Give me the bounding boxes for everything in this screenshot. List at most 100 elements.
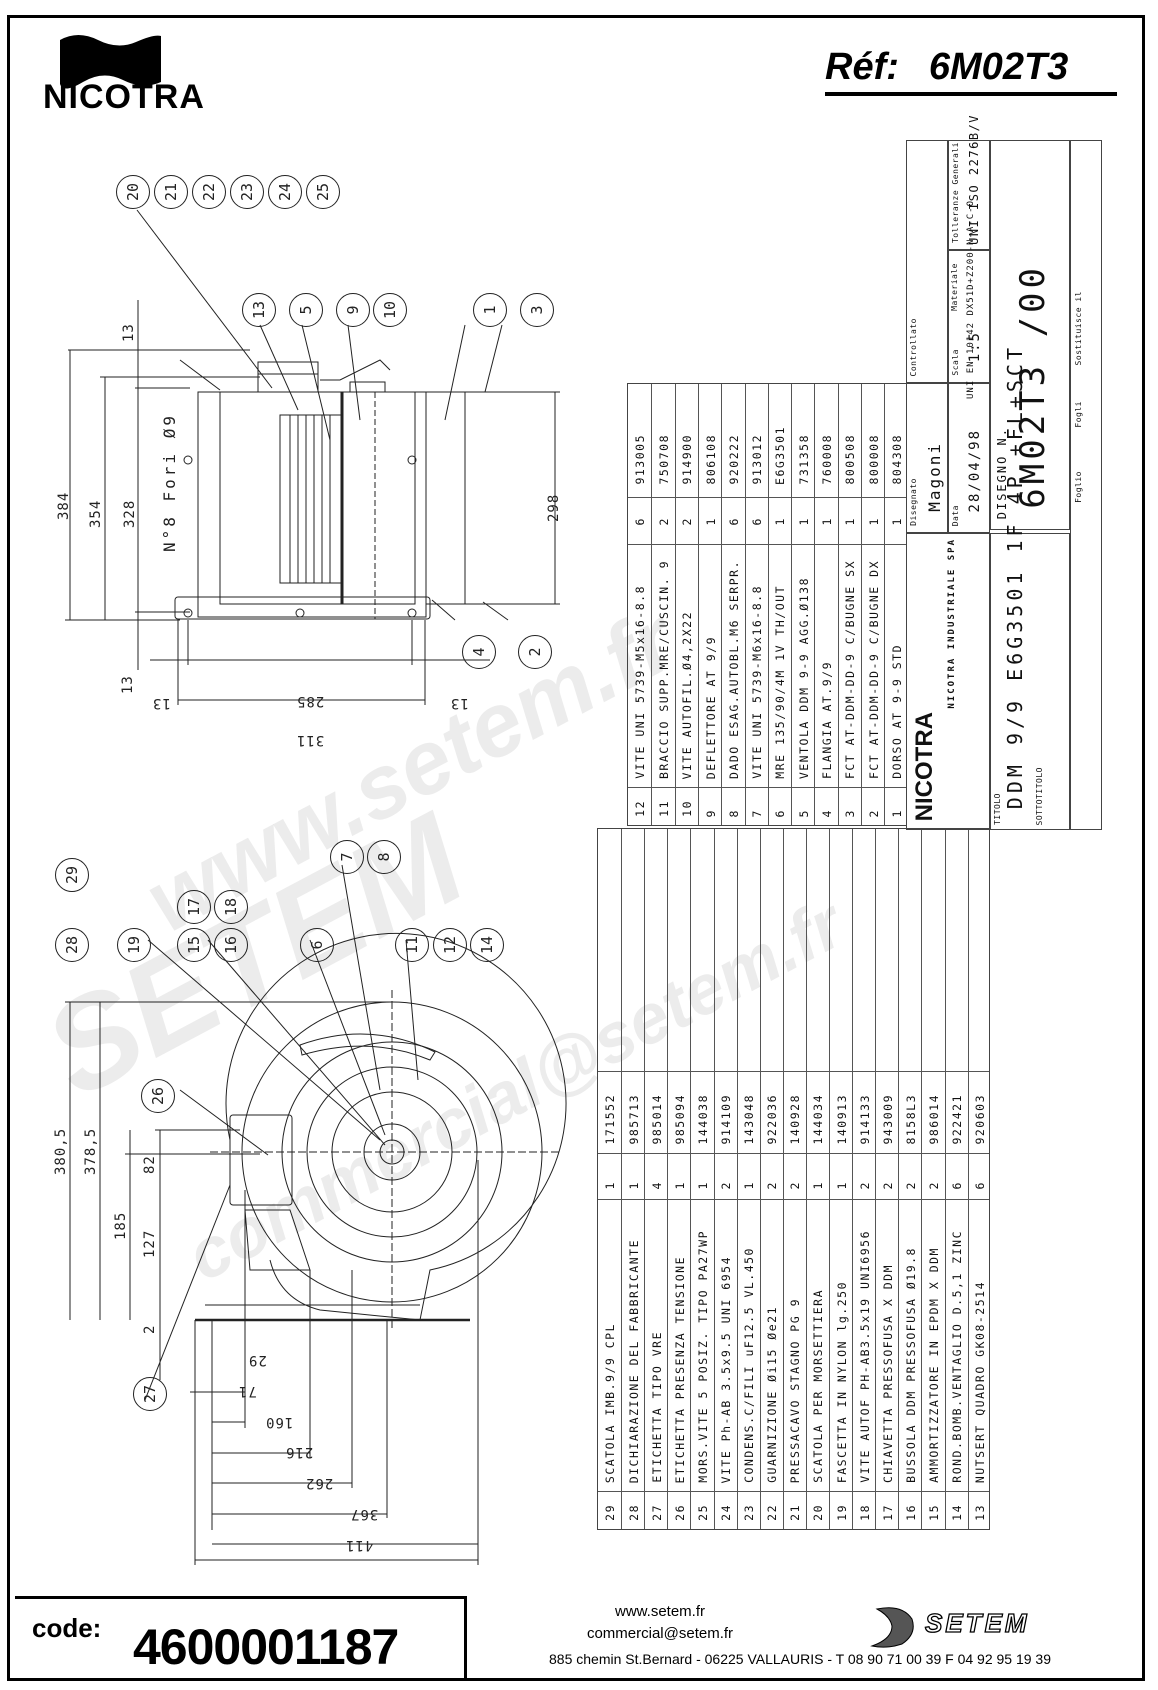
cell-pos: 23 — [742, 1504, 757, 1521]
balloon-23: 23 — [230, 175, 264, 209]
cell-desc: DORSO AT 9-9 STD — [889, 644, 904, 779]
cell-desc: VENTOLA DDM 9-9 AGG.Ø138 — [796, 576, 811, 779]
cell-code: 985094 — [672, 1094, 687, 1145]
dim-311: 311 — [296, 732, 325, 748]
website-link[interactable]: www.setem.fr — [614, 1603, 705, 1620]
cell-code: 913005 — [632, 434, 647, 485]
balloon-25: 25 — [306, 175, 340, 209]
cell-desc: VITE Ph-AB 3.5x9.5 UNI 6954 — [719, 1255, 734, 1483]
balloon-17: 17 — [177, 890, 211, 924]
cell-code: 985713 — [626, 1094, 641, 1145]
balloon-10: 10 — [373, 293, 407, 327]
cell-desc: CHIAVETTA PRESSOFUSA X DDM — [880, 1263, 895, 1483]
cell-pos: 18 — [857, 1504, 872, 1521]
cell-desc: ETICHETTA PRESENZA TENSIONE — [672, 1255, 687, 1483]
setem-brand: SETEM — [924, 1607, 1030, 1638]
table-divider — [598, 1153, 989, 1154]
balloon-8: 8 — [367, 840, 401, 874]
reference: Réf:6M02T3 — [825, 46, 1068, 89]
cell-desc: CONDENS.C/FILI uF12.5 VL.450 — [742, 1247, 757, 1483]
cell-desc: SCATOLA IMB.9/9 CPL — [602, 1322, 617, 1483]
dim-2: 2 — [142, 1324, 158, 1334]
cell-qty: 1 — [703, 516, 718, 525]
tolleranze-cell: Tolleranze Generali UNI ISO 2276B/V — [948, 114, 990, 250]
setem-helmet-icon — [870, 1607, 914, 1648]
nicotra-logo-text: NICOTRA — [43, 78, 205, 116]
cell-qty: 1 — [834, 1180, 849, 1189]
balloon-22: 22 — [192, 175, 226, 209]
dim-71: 71 — [238, 1383, 257, 1399]
cell-qty: 6 — [750, 516, 765, 525]
cell-qty: 2 — [903, 1180, 918, 1189]
dim-160: 160 — [265, 1414, 294, 1430]
table-divider — [598, 1199, 989, 1200]
cell-pos: 21 — [788, 1504, 803, 1521]
code-label: code: — [32, 1613, 102, 1643]
dim-holes: N°8 Fori Ø9 — [160, 413, 179, 552]
cell-pos: 6 — [773, 808, 788, 817]
cell-code: 143048 — [742, 1094, 757, 1145]
dim-82: 82 — [142, 1155, 158, 1174]
cell-desc: BUSSOLA DDM PRESSOFUSA Ø19.8 — [903, 1247, 918, 1483]
ref-value: 6M02T3 — [928, 46, 1069, 88]
dim-127: 127 — [142, 1229, 158, 1258]
cell-desc: FLANGIA AT.9/9 — [820, 661, 835, 779]
balloon-18: 18 — [214, 890, 248, 924]
dim-354: 354 — [88, 499, 104, 528]
dim-216: 216 — [285, 1444, 314, 1460]
cell-code: 985014 — [649, 1094, 664, 1145]
cell-pos: 1 — [889, 808, 904, 817]
cell-code: 800008 — [866, 434, 881, 485]
cell-qty: 1 — [796, 516, 811, 525]
cell-pos: 3 — [843, 808, 858, 817]
balloon-27: 27 — [133, 1377, 167, 1411]
cell-qty: 1 — [866, 516, 881, 525]
cell-code: 171552 — [602, 1094, 617, 1145]
cell-qty: 1 — [773, 516, 788, 525]
cell-qty: 1 — [889, 516, 904, 525]
cell-code: 140928 — [788, 1094, 803, 1145]
foglio-cell: Foglio Fogli Sostituisce il — [1070, 140, 1102, 830]
cell-qty: 2 — [857, 1180, 872, 1189]
cell-code: 914133 — [857, 1094, 872, 1145]
balloon-9: 9 — [336, 293, 370, 327]
cell-pos: 10 — [680, 800, 695, 817]
cell-qty: 4 — [649, 1180, 664, 1189]
table-divider — [598, 1071, 989, 1072]
cell-desc: ETICHETTA TIPO VRE — [649, 1331, 664, 1483]
balloon-28: 28 — [55, 928, 89, 962]
cell-qty: 1 — [672, 1180, 687, 1189]
cell-qty: 1 — [820, 516, 835, 525]
cell-pos: 29 — [602, 1504, 617, 1521]
cell-pos: 19 — [834, 1504, 849, 1521]
front-view-drawing — [65, 864, 567, 1565]
cell-qty: 1 — [811, 1180, 826, 1189]
materiale-cell — [930, 140, 948, 383]
dim-328: 328 — [122, 499, 138, 528]
code-box — [15, 1596, 467, 1679]
email-link[interactable]: commercial@setem.fr — [586, 1625, 734, 1642]
cell-qty: 6 — [726, 516, 741, 525]
dim-185: 185 — [113, 1211, 129, 1240]
cell-desc: VITE AUTOFIL.Ø4,2X22 — [680, 610, 695, 779]
cell-pos: 11 — [656, 800, 671, 817]
cell-qty: 6 — [950, 1180, 965, 1189]
cell-qty: 1 — [742, 1180, 757, 1189]
cell-qty: 2 — [788, 1180, 803, 1189]
cell-code: 806108 — [703, 434, 718, 485]
cell-code: 140913 — [834, 1094, 849, 1145]
balloon-7: 7 — [330, 840, 364, 874]
